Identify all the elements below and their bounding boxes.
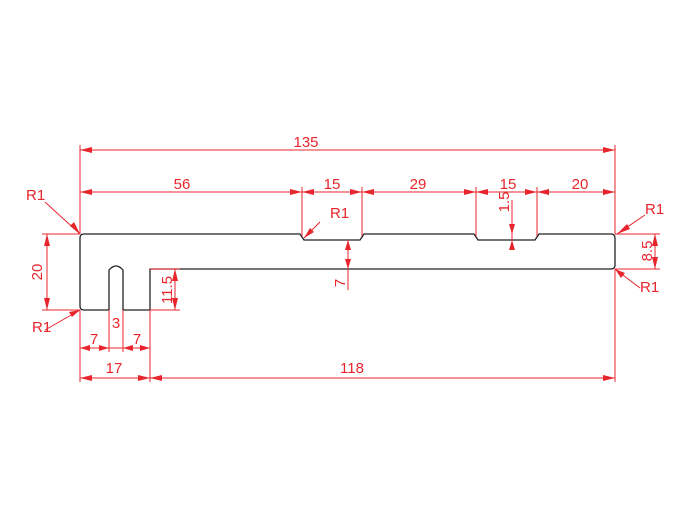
radius-right-bottom: R1	[640, 279, 659, 296]
dim-base-right: 118	[340, 360, 364, 377]
dim-overall-width: 135	[293, 134, 318, 151]
dim-slot2-width: 15	[500, 176, 517, 193]
arrowheads	[44, 147, 658, 381]
dim-thickness: 8.5	[639, 241, 656, 262]
radius-right-top: R1	[645, 201, 664, 218]
dim-leg-width-left: 7	[90, 331, 98, 348]
dim-leg-height: 11.5	[159, 276, 176, 304]
dim-seg-20: 20	[572, 176, 589, 193]
dim-slot-depth: 1.5	[496, 192, 513, 213]
dim-seg-29: 29	[410, 176, 427, 193]
dim-height: 20	[29, 264, 46, 281]
radius-top-left: R1	[26, 187, 45, 204]
dim-leg-width-right: 7	[133, 331, 141, 348]
radius-slot: R1	[330, 205, 349, 222]
dim-gap-width: 3	[112, 315, 120, 332]
part-profile	[79, 233, 616, 311]
dim-seg-56: 56	[174, 176, 191, 193]
dim-base-left: 17	[106, 360, 123, 377]
dim-slot1-width: 15	[324, 176, 341, 193]
dim-step: 7	[332, 279, 349, 287]
extension-lines	[42, 145, 660, 382]
radius-bottom-left: R1	[32, 319, 51, 336]
